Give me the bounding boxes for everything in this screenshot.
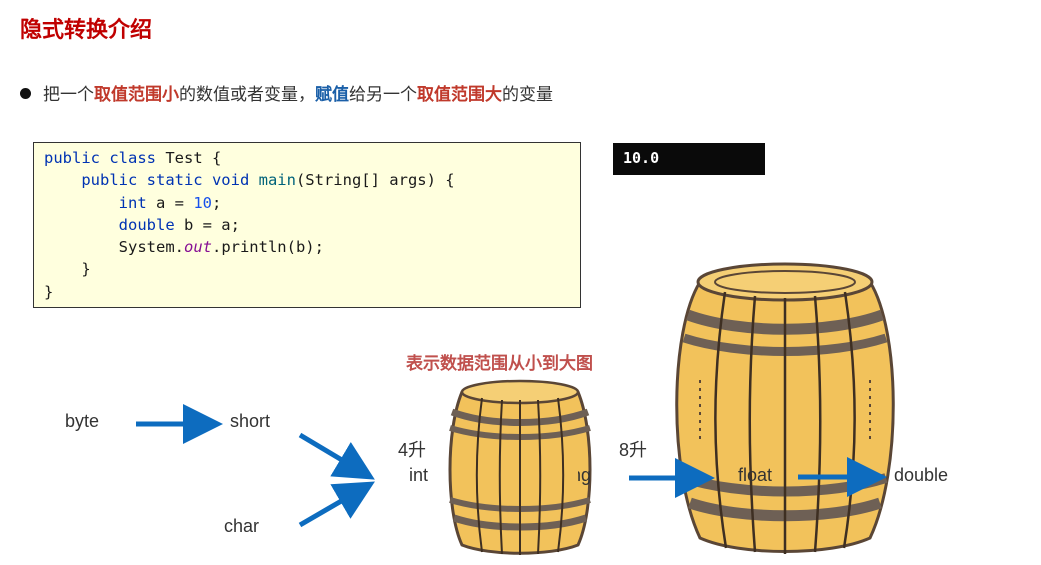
bullet-dot-icon <box>20 87 31 99</box>
bullet-highlight-large-range: 取值范围大 <box>417 85 502 105</box>
code-token: System. <box>44 238 184 257</box>
code-token: a = <box>155 193 194 212</box>
small-barrel-capacity: 4升 <box>398 440 427 460</box>
bullet-highlight-assign: 赋值 <box>315 85 349 105</box>
code-line-2: public static void main(String[] args) { <box>44 169 570 191</box>
console-output: 10.0 <box>613 143 765 175</box>
code-line-4: double b = a; <box>44 214 570 236</box>
code-line-1: public class Test { <box>44 147 570 169</box>
code-block: public class Test { public static void m… <box>33 142 581 308</box>
code-token: int <box>44 193 156 212</box>
arrow-char-to-int <box>298 481 375 528</box>
code-token: public static void <box>44 171 259 190</box>
code-line-6: } <box>44 260 91 279</box>
type-label-int: int <box>409 465 429 485</box>
large-barrel-capacity: 8升 <box>619 440 648 460</box>
code-token: out <box>183 238 212 257</box>
code-token: .println(b); <box>211 238 324 257</box>
type-label-float: float <box>738 465 773 485</box>
code-token: 10 <box>193 193 212 212</box>
code-token: (String[] args) { <box>295 171 455 190</box>
small-barrel-illustration <box>448 379 592 555</box>
type-label-byte: byte <box>65 411 100 431</box>
bullet-highlight-small-range: 取值范围小 <box>94 85 179 105</box>
page-title: 隐式转换介绍 <box>20 17 153 43</box>
code-token: public class <box>44 149 166 167</box>
type-label-long: long <box>578 465 591 486</box>
type-label-short: short <box>230 411 271 431</box>
large-barrel-illustration <box>675 262 895 554</box>
type-label-double: double <box>894 465 949 485</box>
bullet-description: 把一个取值范围小的数值或者变量，赋值给另一个取值范围大的变量 <box>20 80 553 105</box>
code-line-3: int a = 10; <box>44 192 570 214</box>
code-token: main <box>258 171 296 190</box>
arrow-short-to-int <box>298 432 375 480</box>
bullet-text-2: 的数值或者变量， <box>179 85 315 105</box>
diagram-caption: 表示数据范围从小到大图 <box>406 354 593 374</box>
code-token: Test { <box>165 149 222 167</box>
type-label-char: char <box>224 516 260 536</box>
bullet-text-1: 把一个 <box>43 85 94 105</box>
bullet-text-4: 的变量 <box>502 85 553 105</box>
code-line-7: } <box>44 282 54 301</box>
code-line-5: System.out.println(b); <box>44 236 570 258</box>
code-token: double <box>44 215 184 234</box>
code-token: ; <box>211 193 222 212</box>
code-token: b = a; <box>183 215 240 234</box>
bullet-text-3: 给另一个 <box>349 85 417 105</box>
